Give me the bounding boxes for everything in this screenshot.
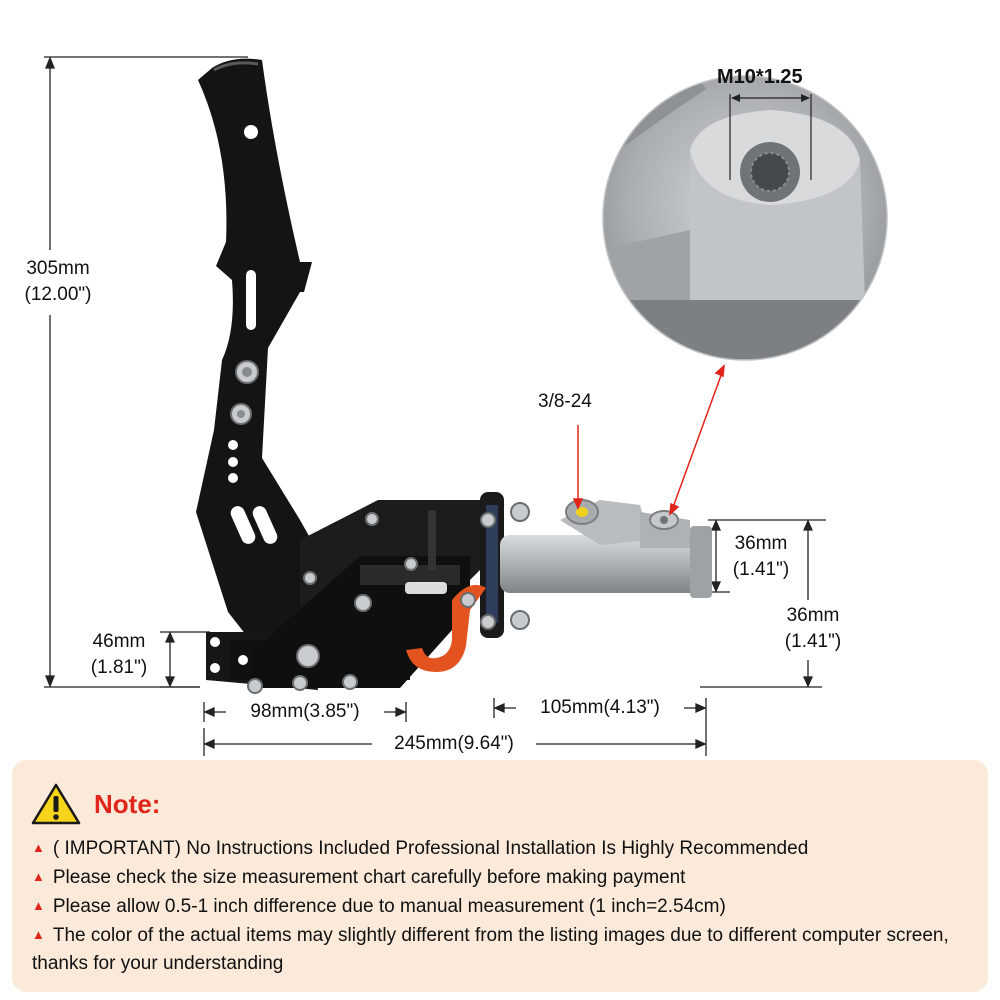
label-thread-port: 3/8-24: [538, 391, 592, 412]
dimension-line-base-width: [203, 702, 407, 722]
note-item: ▲The color of the actual items may sligh…: [32, 921, 977, 978]
leader-lines: [572, 364, 725, 516]
label-outlet-height: 36mm (1.41"): [768, 603, 858, 655]
handbrake-lever: [196, 58, 318, 641]
label-thread-main: M10*1.25: [717, 66, 803, 88]
zoom-detail-circle: [602, 75, 888, 361]
label-total-height-mm: 305mm: [26, 258, 90, 279]
note-item-text: Please check the size measurement chart …: [52, 867, 686, 888]
label-base-height: 46mm (1.81"): [76, 629, 162, 681]
bullet-triangle-icon: ▲: [32, 869, 45, 884]
label-base-height-mm: 46mm: [92, 631, 146, 652]
note-list: ▲ ( IMPORTANT) No Instructions Included P…: [32, 834, 977, 978]
label-total-length: 245mm(9.64"): [394, 733, 514, 754]
note-item-text: ( IMPORTANT) No Instructions Included Pr…: [52, 838, 809, 859]
label-base-height-in: (1.81"): [90, 657, 148, 678]
warning-triangle-icon: [31, 783, 81, 825]
note-item: ▲ ( IMPORTANT) No Instructions Included P…: [32, 834, 977, 863]
bullet-triangle-icon: ▲: [32, 898, 45, 913]
label-cylinder-length: 105mm(4.13"): [540, 697, 660, 718]
label-total-height-in: (12.00"): [24, 284, 92, 305]
label-total-height: 305mm (12.00"): [8, 256, 108, 308]
dimension-line-outlet-height: [700, 519, 822, 688]
release-hook: [406, 584, 486, 672]
dimension-line-total-length: [203, 728, 707, 756]
hydraulic-cylinder: [480, 492, 712, 638]
dimension-line-total-height: [44, 56, 248, 688]
dimension-line-cylinder-length: [493, 698, 707, 756]
dimension-line-base-height: [160, 631, 210, 688]
note-panel: Note: ▲ ( IMPORTANT) No Instructions Incl…: [12, 760, 988, 992]
bullet-triangle-icon: ▲: [32, 840, 45, 855]
note-header: Note:: [30, 782, 160, 826]
note-item-text: Please allow 0.5-1 inch difference due t…: [52, 896, 726, 917]
dimension-line-cylinder-height: [708, 519, 826, 593]
note-item-text: The color of the actual items may slight…: [32, 925, 949, 974]
label-outlet-height-mm: 36mm: [786, 605, 840, 626]
label-outlet-height-in: (1.41"): [784, 631, 842, 652]
note-item: ▲ Please allow 0.5-1 inch difference due …: [32, 892, 977, 921]
label-cylinder-height-in: (1.41"): [732, 559, 790, 580]
diagram-graphics: [44, 56, 888, 756]
note-item: ▲ Please check the size measurement chart…: [32, 863, 977, 892]
note-title: Note:: [94, 788, 161, 819]
label-cylinder-height-mm: 36mm: [734, 533, 788, 554]
product-dimension-diagram: 305mm (12.00") 46mm (1.81") 36mm (1.41")…: [8, 56, 888, 756]
label-cylinder-height: 36mm (1.41"): [718, 531, 804, 583]
label-base-width: 98mm(3.85"): [250, 701, 360, 722]
bullet-triangle-icon: ▲: [32, 927, 45, 942]
